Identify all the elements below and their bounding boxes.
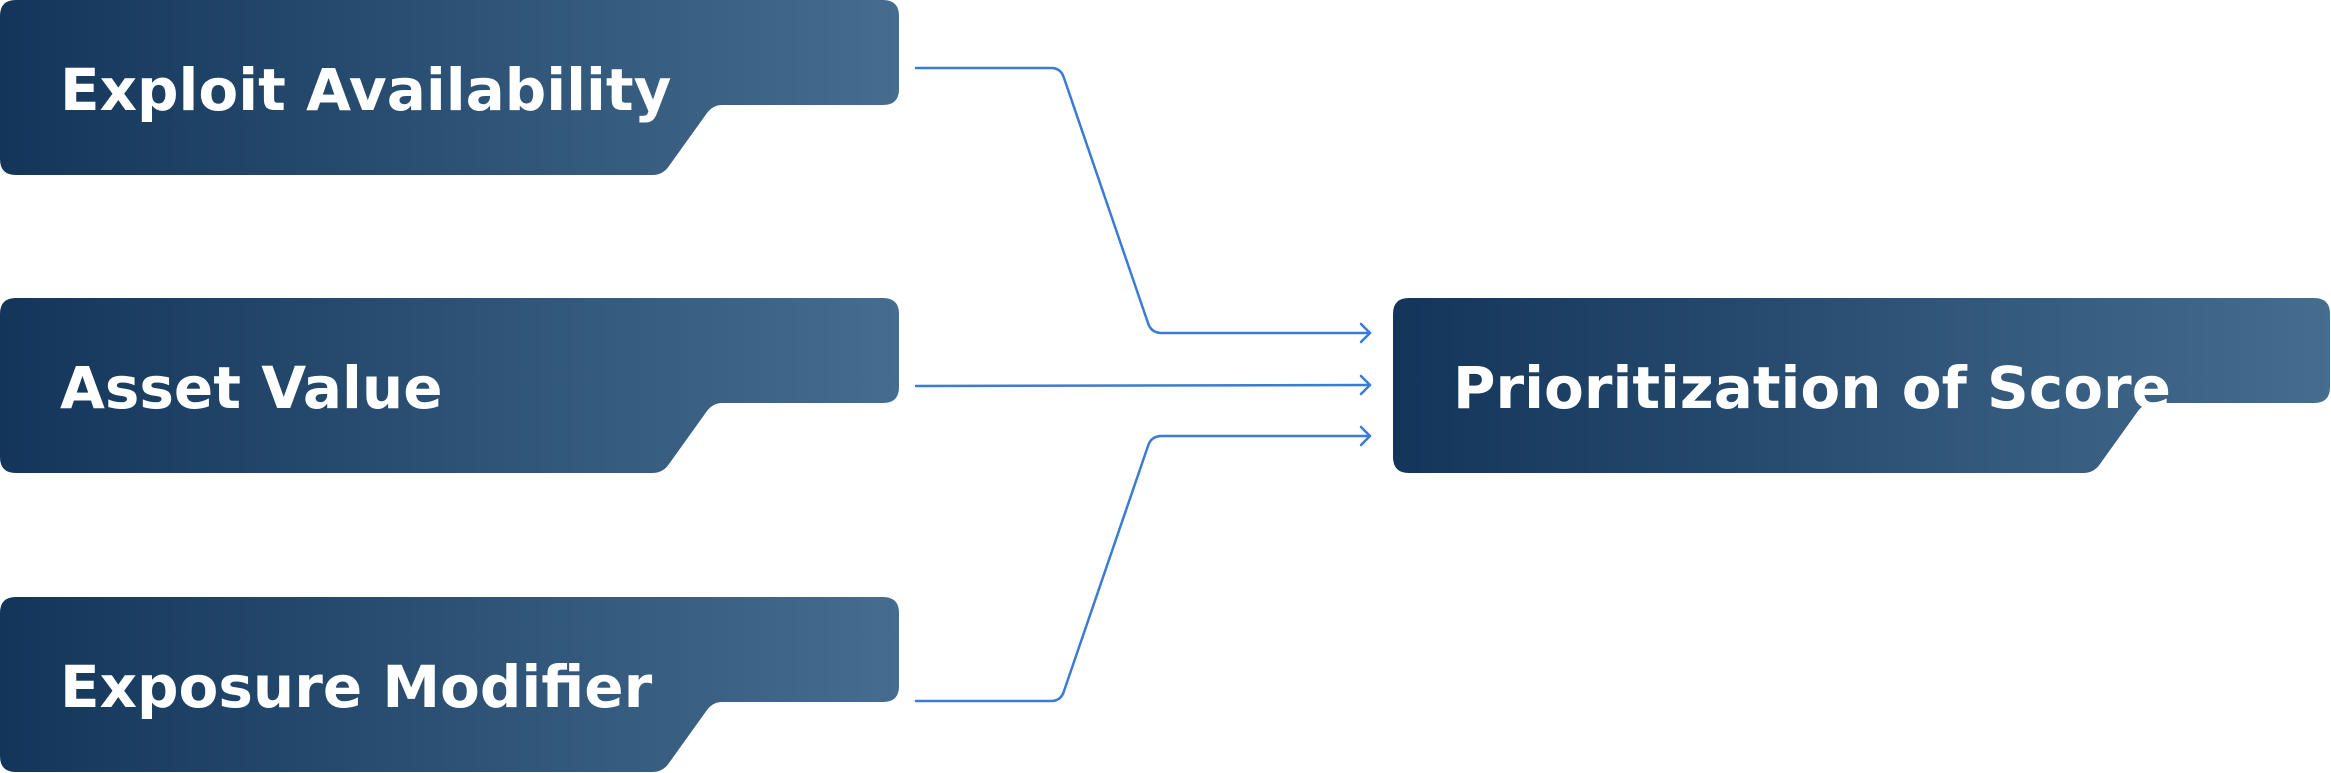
input-box-asset-value: Asset Value — [0, 298, 899, 473]
box-shape — [0, 0, 899, 175]
input-label-exposure-modifier: Exposure Modifier — [60, 653, 653, 721]
arrowhead-exploit-availability — [1359, 322, 1372, 344]
box-shape — [0, 298, 899, 473]
connector-exploit-availability — [914, 66, 1372, 335]
input-box-exposure-modifier: Exposure Modifier — [0, 597, 899, 772]
arrowhead-asset-value — [1359, 374, 1372, 396]
box-shape — [1393, 298, 2330, 473]
output-label-prioritization-of-score: Prioritization of Score — [1453, 354, 2171, 422]
arrowhead-exposure-modifier — [1359, 425, 1372, 447]
connectors — [914, 66, 1372, 703]
connector-exposure-modifier — [914, 434, 1372, 703]
input-label-asset-value: Asset Value — [60, 354, 443, 422]
connector-asset-value — [914, 383, 1372, 388]
output-box-prioritization-of-score: Prioritization of Score — [1393, 298, 2330, 473]
box-shape — [0, 597, 899, 772]
input-label-exploit-availability: Exploit Availability — [60, 56, 671, 124]
input-box-exploit-availability: Exploit Availability — [0, 0, 899, 175]
